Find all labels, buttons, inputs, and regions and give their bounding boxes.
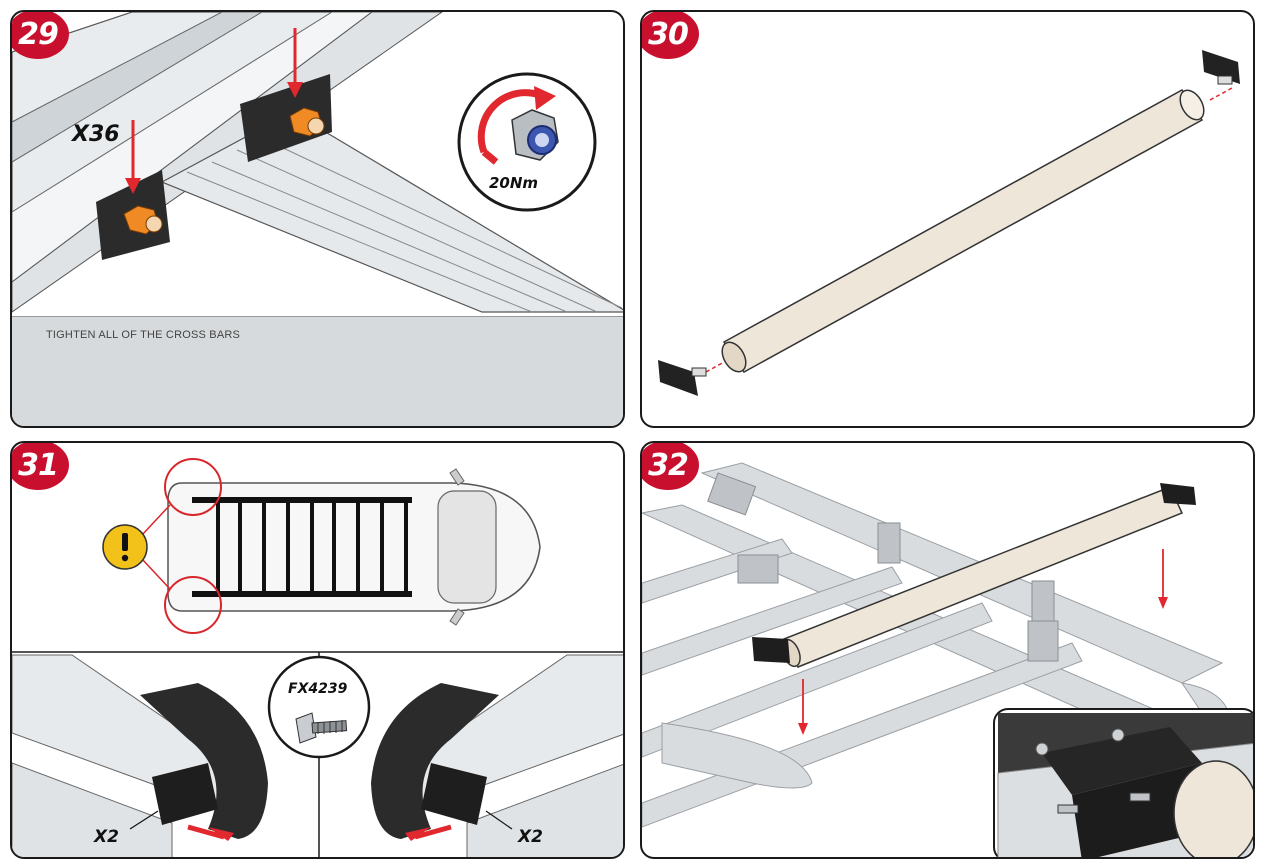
step-30-number: 30: [648, 16, 689, 52]
step-29-panel: 29 X36 20Nm TIGHTEN ALL OF THE CROSS BAR…: [10, 10, 625, 428]
step-31-right-quantity: X2: [518, 827, 543, 847]
nut-left-icon: [123, 205, 163, 235]
step-29-number: 29: [18, 16, 59, 52]
step-31-panel: 31 FX4239 X2 X2: [10, 441, 625, 859]
step-29-quantity: X36: [72, 122, 120, 147]
step-31-number: 31: [18, 447, 59, 483]
step-31-badge: 31: [12, 443, 70, 491]
step-31-illustration: [12, 458, 623, 857]
step-29-caption-bar: TIGHTEN ALL OF THE CROSS BARS: [12, 316, 623, 426]
end-cap-bottom-icon: [658, 360, 707, 396]
step-30-panel: 30: [640, 10, 1255, 428]
end-cap-top-icon: [1202, 50, 1240, 85]
step-30-illustration: [658, 50, 1240, 396]
step-29-badge: 29: [12, 12, 70, 60]
end-cap-right-icon: [1160, 483, 1196, 505]
detail-inset: [997, 713, 1253, 857]
exclamation-icon: [102, 524, 148, 570]
step-31-part-code: FX4239: [288, 681, 348, 697]
step-31-left-quantity: X2: [94, 827, 119, 847]
step-30-badge: 30: [642, 12, 700, 60]
step-32-illustration: [642, 462, 1253, 857]
van-top-view: [167, 468, 541, 626]
step-32-panel: 32: [640, 441, 1255, 859]
end-cap-left-icon: [752, 637, 790, 663]
nut-right-icon: [289, 107, 325, 137]
step-29-caption: TIGHTEN ALL OF THE CROSS BARS: [46, 329, 241, 341]
t-bolt-icon: [295, 712, 348, 744]
step-29-torque: 20Nm: [489, 174, 539, 192]
step-32-number: 32: [648, 447, 689, 483]
step-32-badge: 32: [642, 443, 700, 491]
step-29-illustration: [12, 12, 623, 313]
